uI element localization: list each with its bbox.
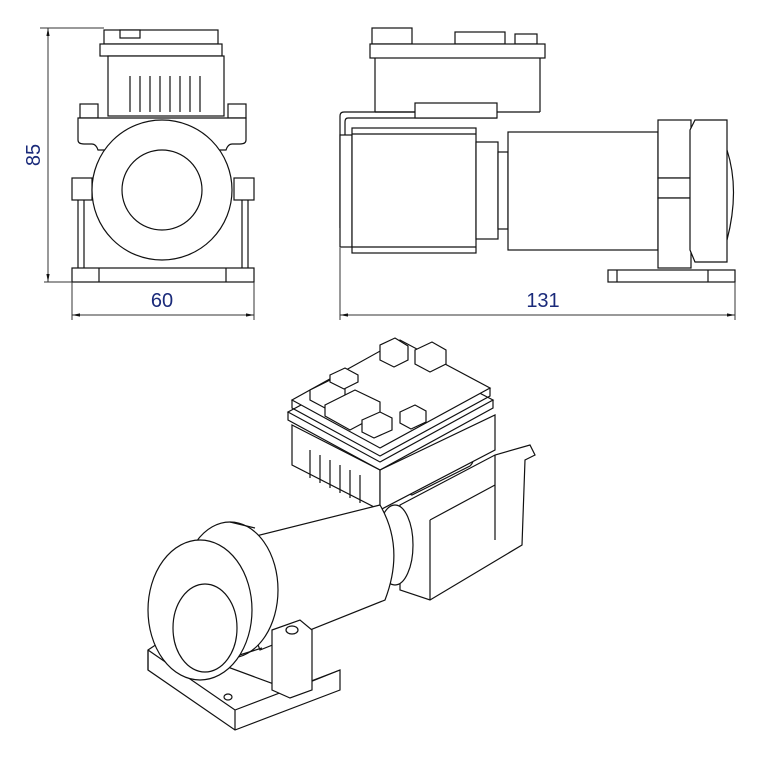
dimension-height: 85 xyxy=(23,27,104,283)
width-label: 60 xyxy=(151,290,173,312)
dimension-length: 131 xyxy=(339,248,736,320)
side-view xyxy=(339,27,736,283)
height-label: 85 xyxy=(23,144,45,166)
dimension-width: 60 xyxy=(71,282,255,320)
length-label: 131 xyxy=(526,290,559,312)
isometric-view xyxy=(147,337,536,731)
front-view xyxy=(71,29,255,283)
